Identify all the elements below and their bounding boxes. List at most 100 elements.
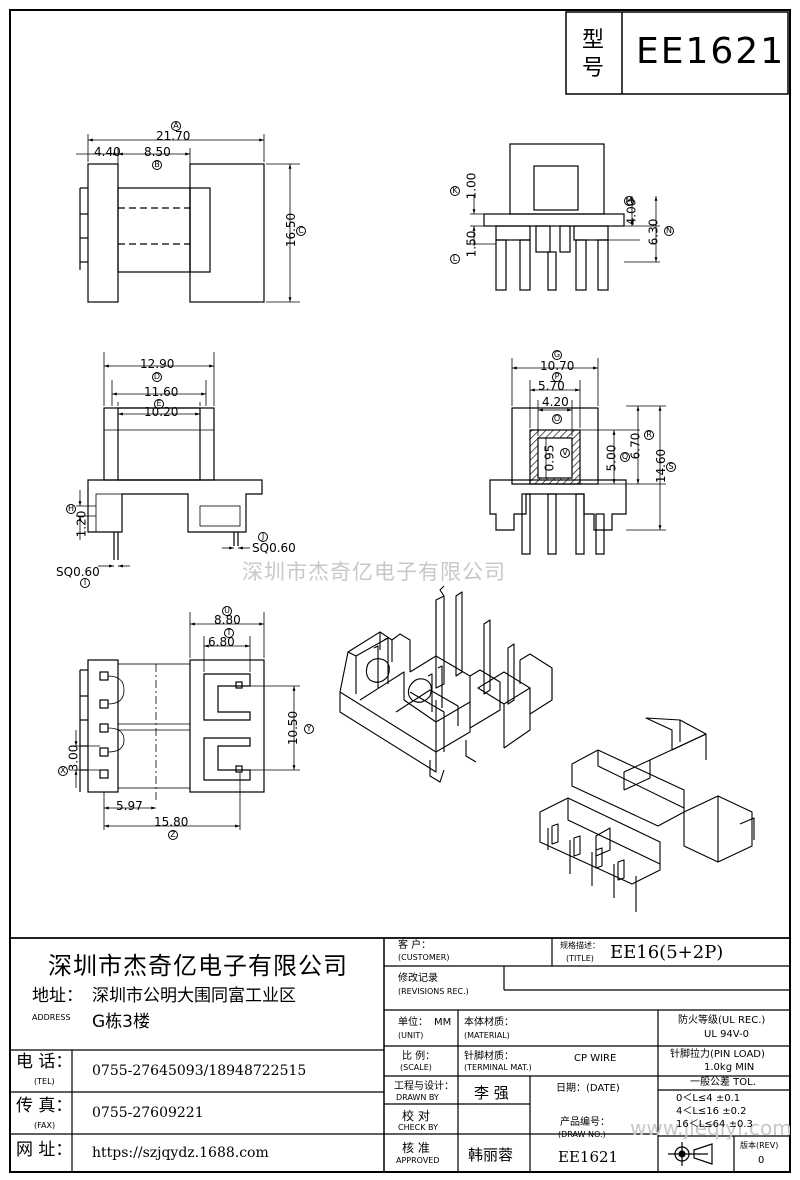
- draw-no-value: EE1621: [558, 1148, 619, 1166]
- marker-midright-w1: G: [552, 350, 562, 360]
- material-label-en: (MATERIAL): [464, 1031, 510, 1040]
- model-header-box: [565, 11, 789, 95]
- marker-midleft-pin-left: I: [80, 578, 90, 588]
- fire-label: 防火等级(UL REC.): [678, 1015, 766, 1026]
- approved-label-en: APPROVED: [396, 1156, 440, 1165]
- fax-label: 传 真：: [16, 1096, 73, 1116]
- watermark: 深圳市杰奇亿电子有限公司: [242, 560, 506, 584]
- address-line1: 深圳市公明大围同富工业区: [92, 986, 296, 1006]
- watermark-corner: www.jieqiyi.com: [630, 1116, 792, 1140]
- marker-front-inner-width: B: [152, 160, 162, 170]
- bottom-view: [70, 612, 300, 830]
- title-block-grid: [10, 937, 790, 1172]
- dim-midleft-pin-left: SQ0.60: [56, 565, 100, 579]
- mid-right-view: [489, 358, 666, 555]
- dim-front-left-offset: 4.40: [94, 145, 121, 159]
- drawn-label: 工程与设计：: [394, 1081, 454, 1092]
- marker-bottom-pitch: X: [58, 766, 68, 776]
- drawn-label-en: DRAWN BY: [396, 1093, 439, 1102]
- dim-midright-h1: 5.00: [604, 444, 619, 472]
- rev-label: 版本(REV): [740, 1141, 779, 1150]
- title-value: EE16(5+2P): [610, 942, 724, 963]
- dim-midleft-pin-right: SQ0.60: [252, 541, 296, 555]
- projection-symbol-icon: [668, 1142, 713, 1166]
- marker-side-d2: L: [450, 254, 460, 264]
- marker-side-d1: K: [450, 186, 460, 196]
- marker-midright-h3: S: [666, 462, 676, 472]
- customer-label-en: (CUSTOMER): [398, 953, 450, 962]
- marker-bottom-x2: Z: [168, 830, 178, 840]
- address-label-en: ADDRESS: [32, 1013, 71, 1022]
- terminal-value: CP WIRE: [574, 1053, 617, 1064]
- marker-side-d4: N: [664, 226, 674, 236]
- marker-midleft-w1: D: [152, 372, 162, 382]
- fire-value: UL 94V-0: [704, 1029, 750, 1040]
- dim-bottom-pitch: 3.00: [66, 744, 81, 772]
- isometric-view-bottom: [539, 717, 755, 912]
- dim-side-d1: 1.00: [464, 172, 479, 200]
- unit-value: MM: [434, 1017, 452, 1028]
- marker-midright-h2: R: [644, 430, 654, 440]
- dim-bottom-x2: 15.80: [154, 815, 189, 829]
- fax-label-en: (FAX): [34, 1121, 56, 1130]
- dim-midright-w3: 4.20: [542, 395, 569, 409]
- model-value: EE1621: [636, 31, 786, 72]
- dim-side-d2: 1.50: [464, 230, 479, 258]
- marker-bottom-h1: Y: [304, 724, 314, 734]
- dim-midleft-w1: 12.90: [140, 357, 175, 371]
- pin-load-value: 1.0kg MIN: [704, 1062, 755, 1073]
- marker-midright-h-small: V: [560, 448, 570, 458]
- web-label: 网 址：: [16, 1140, 73, 1160]
- dim-front-inner-width: 8.50: [144, 145, 171, 159]
- web-value[interactable]: https://szjqydz.1688.com: [92, 1145, 269, 1161]
- dim-front-total-width: 21.70: [156, 129, 191, 143]
- title-label: 规格描述：: [560, 941, 600, 950]
- tel-label-en: (TEL): [34, 1077, 55, 1086]
- approved-label: 核 准: [402, 1141, 430, 1155]
- marker-front-total-width: A: [171, 121, 181, 131]
- scale-label: 比 例：: [402, 1051, 436, 1062]
- unit-label-en: (UNIT): [398, 1031, 424, 1040]
- tol-row-3: 16＜L≤64 ±0.3: [676, 1119, 753, 1130]
- revisions-label-en: (REVISIONS REC.): [398, 987, 469, 996]
- dim-bottom-h1: 10.50: [286, 710, 301, 746]
- tol-label: 一般公差 TOL.: [690, 1077, 756, 1088]
- scale-label-en: (SCALE): [400, 1063, 432, 1072]
- dim-bottom-w2: 6.80: [208, 635, 235, 649]
- tel-label: 电 话：: [16, 1052, 73, 1072]
- rev-value: 0: [758, 1155, 765, 1166]
- dim-midleft-w3: 10.20: [144, 405, 179, 419]
- address-label: 地址：: [32, 986, 83, 1006]
- marker-midleft-h1: H: [66, 504, 76, 514]
- tel-value: 0755-27645093/18948722515: [92, 1063, 307, 1079]
- approved-value: 韩丽蓉: [468, 1146, 514, 1164]
- terminal-label: 针脚材质：: [464, 1051, 514, 1062]
- dim-midright-w2: 5.70: [538, 379, 565, 393]
- tol-row-1: 0＜L≤4 ±0.1: [676, 1093, 741, 1104]
- dim-bottom-w1: 8.80: [214, 613, 241, 627]
- dim-midright-h2: 6.70: [628, 432, 643, 460]
- drawn-value: 李 强: [474, 1084, 509, 1102]
- model-label-top: 型: [582, 28, 605, 53]
- marker-midright-w2: P: [552, 372, 562, 382]
- customer-label: 客 户：: [398, 940, 432, 951]
- revisions-label: 修改记录: [398, 973, 438, 984]
- date-label: 日期：(DATE): [556, 1083, 620, 1094]
- dim-side-d4: 6.30: [646, 218, 661, 246]
- dim-midright-w1: 10.70: [540, 359, 575, 373]
- mid-left-view: [76, 352, 263, 568]
- dim-midleft-w2: 11.60: [144, 385, 179, 399]
- fax-value: 0755-27609221: [92, 1105, 204, 1121]
- sheet-border: [9, 9, 791, 1173]
- material-label: 本体材质：: [464, 1017, 514, 1028]
- marker-bottom-w2: T: [224, 628, 234, 638]
- draw-no-label-en: (DRAW NO.): [558, 1130, 606, 1139]
- dim-bottom-x1: 5.97: [116, 799, 143, 813]
- company-name: 深圳市杰奇亿电子有限公司: [48, 952, 348, 980]
- marker-midleft-pin-right: J: [258, 532, 268, 542]
- address-line2: G栋3楼: [92, 1012, 150, 1032]
- terminal-label-en: (TERMINAL MAT.): [464, 1063, 532, 1072]
- dim-midleft-h1: 1.20: [74, 510, 89, 538]
- dim-midright-h-small: 0.95: [542, 444, 557, 472]
